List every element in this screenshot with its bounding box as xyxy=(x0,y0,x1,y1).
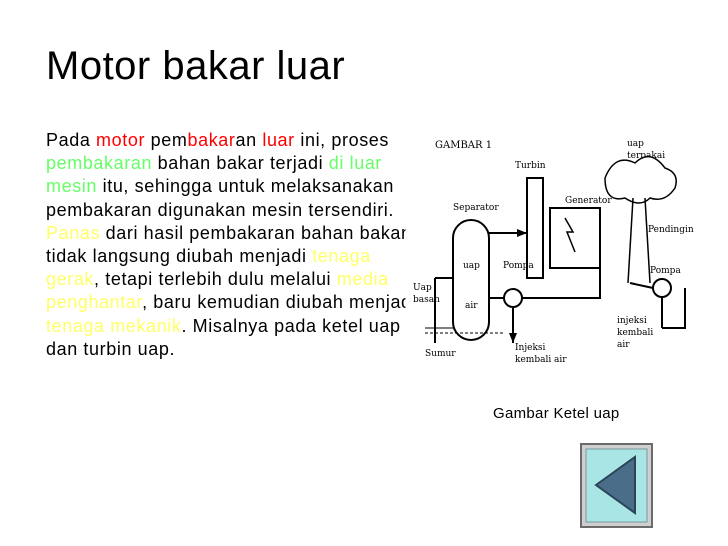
diagram-label-injeksi1a: Injeksi xyxy=(515,343,546,353)
diagram-label-gambar: GAMBAR 1 xyxy=(435,140,492,151)
diagram-label-injeksi1b: kembali air xyxy=(515,355,567,365)
diagram-label-pompa2: Pompa xyxy=(650,266,681,276)
body-text-segment: tenaga mekanik xyxy=(46,315,182,336)
diagram-label-turbin: Turbin xyxy=(515,161,546,171)
body-text-segment: luar xyxy=(262,130,295,150)
diagram-label-pompa1: Pompa xyxy=(503,261,534,271)
body-text-segment: an xyxy=(235,130,263,150)
figure-caption: Gambar Ketel uap xyxy=(493,405,620,422)
body-text-segment: bahan bakar terjadi xyxy=(152,153,329,174)
body-text-segment: , baru kemudian diubah menjadi xyxy=(142,292,417,313)
body-text-segment: pem xyxy=(145,130,188,150)
body-text-segment: tenaga gerak xyxy=(46,246,371,290)
diagram-label-generator: Generator xyxy=(565,196,612,206)
body-text-segment: . Misalnya pada ketel uap dan turbin uap… xyxy=(46,315,401,359)
diagram-label-uap-top: uap xyxy=(627,139,644,149)
body-text-segment: Pada xyxy=(46,130,97,150)
steam-boiler-diagram: GAMBAR 1 Turbin Generator uap terpakai P… xyxy=(405,128,699,372)
diagram-label-pendingin: Pendingin xyxy=(648,225,694,235)
diagram-label-uap-basah1: Uap xyxy=(413,283,432,293)
body-text-segment: pembakaran xyxy=(46,153,153,174)
back-button[interactable] xyxy=(580,443,653,528)
body-text-segment: motor xyxy=(96,130,146,150)
diagram-label-air: air xyxy=(465,301,478,311)
body-text-segment: , tetapi terlebih dulu melalui xyxy=(94,269,337,290)
diagram-label-injeksi2a: injeksi xyxy=(617,316,647,326)
triangle-left-icon xyxy=(594,455,636,515)
body-text-segment: Panas xyxy=(46,222,101,243)
diagram-label-injeksi2c: air xyxy=(617,340,630,350)
diagram-label-uap: uap xyxy=(463,261,480,271)
slide-title: Motor bakar luar xyxy=(46,44,346,88)
body-text-segment: dari hasil pembakaran bahan bakar tidak … xyxy=(46,222,408,267)
slide-body-text: Pada motor pembakaran luar ini, proses p… xyxy=(46,129,426,361)
body-text-segment: media penghantar xyxy=(46,269,389,313)
diagram-label-sumur: Sumur xyxy=(425,349,456,359)
body-text-segment: ini, proses xyxy=(294,130,390,150)
body-text-segment: bakar xyxy=(187,130,236,150)
body-text-segment: itu, sehingga untuk melaksanakan pembaka… xyxy=(46,176,394,220)
diagram-label-injeksi2b: kembali xyxy=(617,328,653,338)
diagram-label-separator: Separator xyxy=(453,203,499,213)
body-text-segment: di luar mesin xyxy=(46,153,383,197)
diagram-label-uap-basah2: basah xyxy=(413,295,440,305)
